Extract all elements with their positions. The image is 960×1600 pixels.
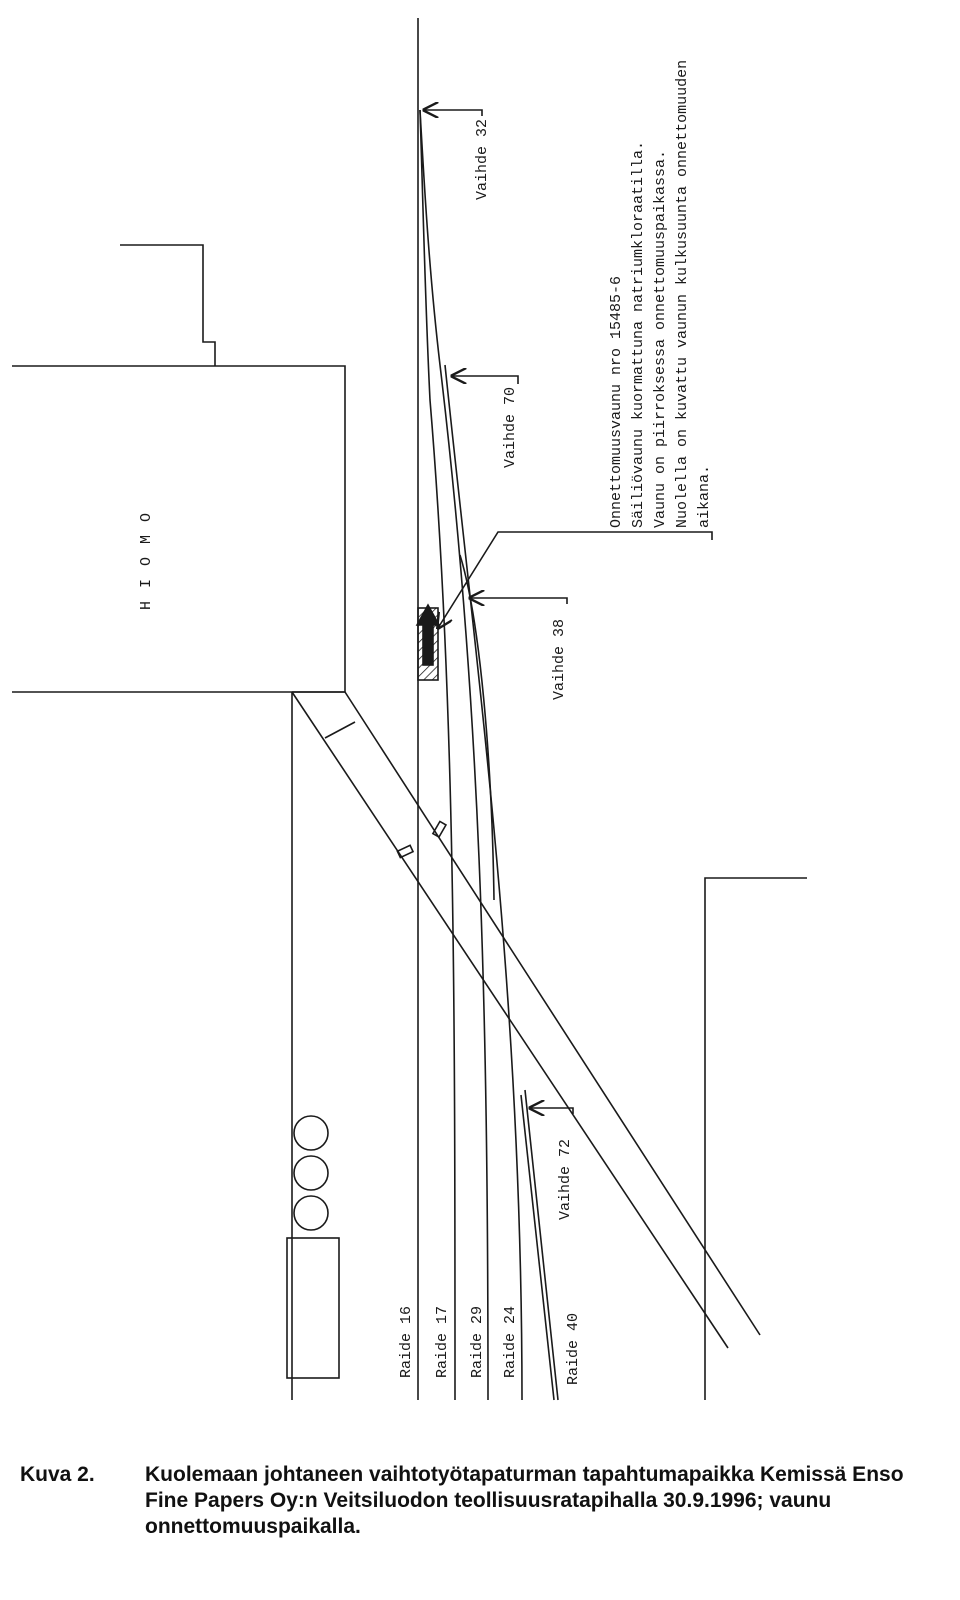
note-leader: [438, 531, 713, 628]
track-layout-diagram: H I O M O Va: [12, 18, 807, 1401]
track-label-29: Raide 29: [469, 1306, 486, 1378]
track-40: [524, 1089, 559, 1401]
diagonal-conveyor: [291, 691, 761, 1349]
switch-label-32: Vaihde 32: [474, 119, 491, 200]
caption-label: Kuva 2.: [20, 1463, 95, 1486]
note-line-4: Nuolella on kuvattu vaunun kulkusuunta o…: [674, 60, 691, 528]
track-label-40: Raide 40: [565, 1313, 582, 1385]
track-label-24: Raide 24: [502, 1306, 519, 1378]
note-line-2: Säiliövaunu kuormattuna natriumkloraatil…: [630, 141, 647, 528]
track-17: [419, 109, 456, 1401]
note-line-3: Vaunu on piirroksessa onnettomuuspaikass…: [652, 150, 669, 528]
caption-text: Kuolemaan johtaneen vaihtotyötapaturman …: [145, 1463, 904, 1538]
right-building-outline: [704, 877, 807, 1400]
note-line-5: aikana.: [696, 465, 713, 528]
track-40b: [520, 1094, 555, 1401]
track-24: [444, 364, 523, 1401]
switch-label-72: Vaihde 72: [557, 1139, 574, 1220]
note-text-block: Onnettomuusvaunu nro 15485-6 Säiliövaunu…: [608, 60, 713, 528]
building-hiomo: [12, 244, 346, 693]
track-label-16: Raide 16: [398, 1306, 415, 1378]
storage-structures: [286, 692, 340, 1400]
switch-leaders: [424, 110, 574, 1114]
building-label: H I O M O: [138, 511, 155, 610]
note-line-1: Onnettomuusvaunu nro 15485-6: [608, 276, 625, 528]
switch-label-38: Vaihde 38: [551, 619, 568, 700]
accident-wagon: [415, 603, 441, 681]
tracks: [417, 18, 559, 1401]
switch-label-70: Vaihde 70: [502, 387, 519, 468]
track-38-branch: [459, 554, 495, 901]
track-label-17: Raide 17: [434, 1306, 451, 1378]
